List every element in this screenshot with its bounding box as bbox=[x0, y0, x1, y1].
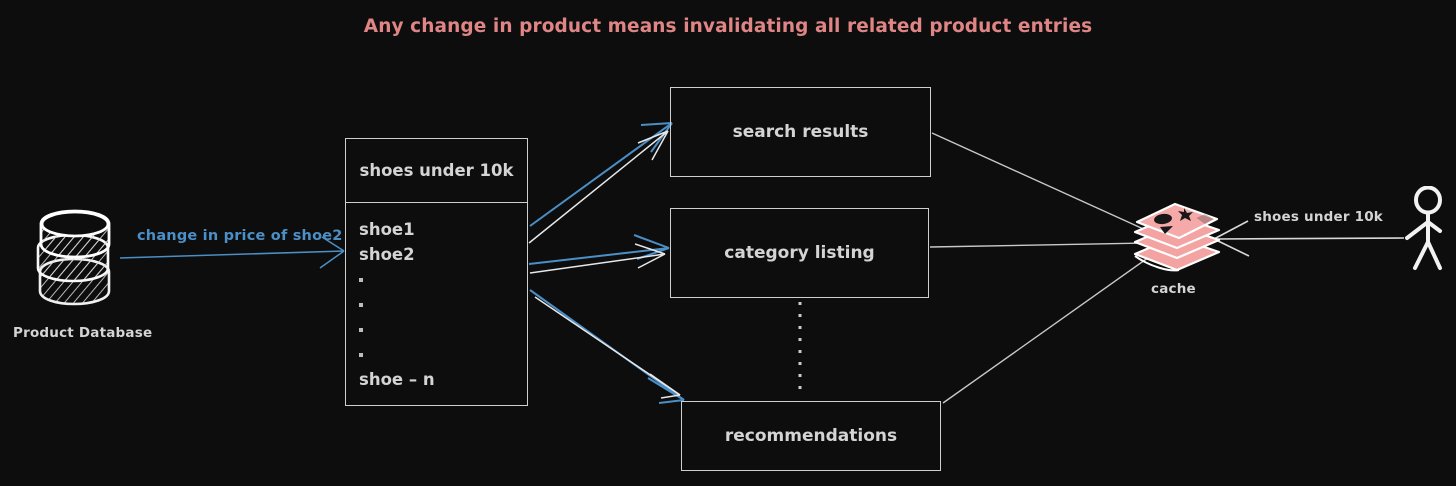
edge-label-shoes-under-10k: shoes under 10k bbox=[1254, 209, 1383, 225]
edge-cache-to-user bbox=[1213, 220, 1405, 257]
edge-label-change-in-price: change in price of shoe2 bbox=[137, 228, 343, 244]
database-label: Product Database bbox=[13, 325, 153, 341]
list-ellipsis-dot bbox=[359, 317, 527, 342]
list-item-last: shoe – n bbox=[359, 370, 435, 389]
edge-list-to-category-listing bbox=[528, 234, 670, 274]
edge-list-to-recommendations bbox=[529, 289, 685, 404]
edge-search-results-to-cache bbox=[931, 132, 1151, 233]
panel-header: shoes under 10k bbox=[346, 139, 527, 203]
list-item: shoe1 bbox=[359, 220, 415, 239]
stick-figure-user-icon bbox=[1404, 185, 1450, 274]
panel-body: shoe1 shoe2 shoe – n bbox=[346, 203, 527, 405]
list-ellipsis-dot bbox=[359, 267, 527, 292]
node-search-results[interactable]: search results bbox=[670, 87, 931, 177]
list-item: shoe2 bbox=[359, 245, 415, 264]
panel-header-label: shoes under 10k bbox=[359, 161, 514, 180]
node-label: category listing bbox=[724, 243, 875, 263]
edge-list-to-search-results bbox=[528, 122, 673, 244]
node-label: recommendations bbox=[724, 426, 898, 446]
edge-category-listing-to-cache bbox=[929, 242, 1149, 248]
cache-label: cache bbox=[1151, 281, 1196, 297]
list-ellipsis-dot bbox=[359, 342, 527, 367]
shoes-under-10k-panel: shoes under 10k shoe1 shoe2 shoe – n bbox=[345, 138, 528, 406]
edge-db-to-list bbox=[119, 236, 345, 269]
database-cylinder-icon bbox=[28, 204, 120, 314]
list-ellipsis-dot bbox=[359, 292, 527, 317]
cache-stack-icon bbox=[1127, 196, 1227, 276]
node-label: search results bbox=[732, 122, 869, 142]
diagram-title: Any change in product means invalidating… bbox=[363, 16, 1093, 37]
edge-recommendations-to-cache bbox=[942, 254, 1153, 404]
node-recommendations[interactable]: recommendations bbox=[681, 401, 941, 471]
node-category-listing[interactable]: category listing bbox=[670, 208, 929, 298]
